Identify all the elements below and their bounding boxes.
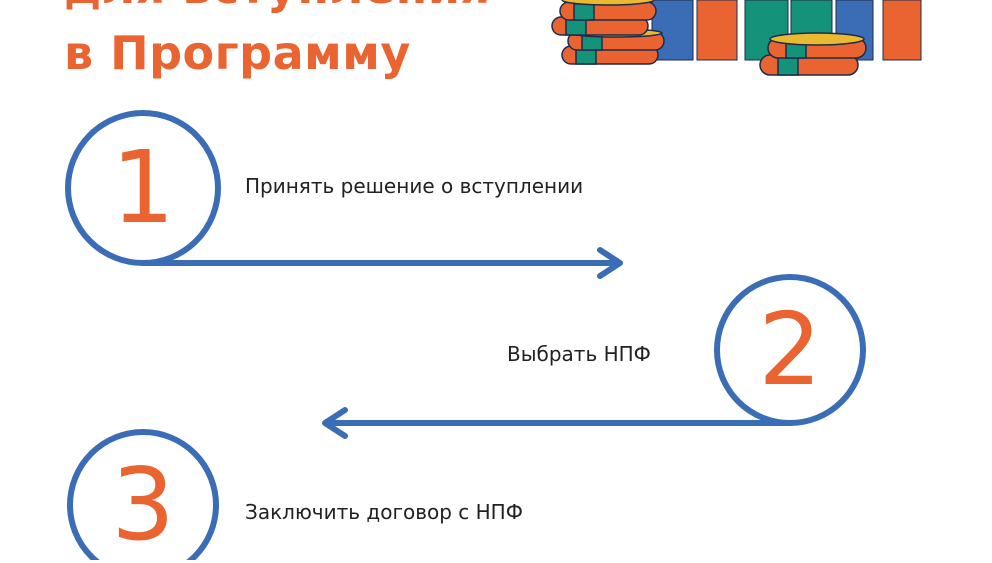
coin — [551, 16, 649, 36]
bar — [651, 0, 694, 61]
bar — [696, 0, 738, 61]
step-2-text: Выбрать НПФ — [507, 342, 651, 366]
step-3-number: 3 — [111, 446, 175, 563]
coin-stack-right — [759, 32, 867, 76]
arrow-left-2 — [322, 407, 793, 439]
step-3-text: Заключить договор с НПФ — [245, 500, 523, 524]
title-line-2: в Программу — [64, 26, 411, 80]
step-2-number: 2 — [758, 291, 822, 408]
step-1-text: Принять решение о вступлении — [245, 174, 584, 198]
bar — [882, 0, 922, 61]
step-1-number: 1 — [111, 129, 175, 246]
coin-stack-left — [551, 0, 665, 65]
step-3-circle — [67, 429, 219, 560]
arrow-right-1 — [140, 247, 623, 279]
title-line-1: для вступления — [64, 0, 491, 14]
